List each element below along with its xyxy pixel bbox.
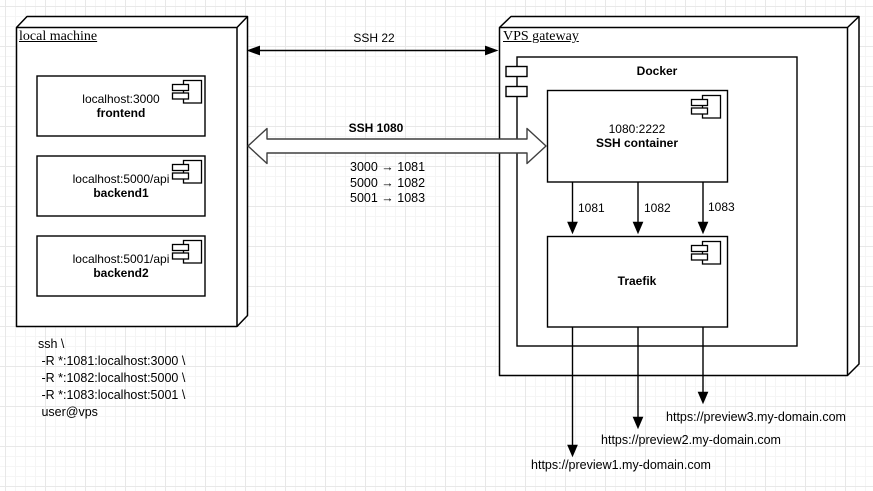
tunnel-port-label: 1082 (644, 201, 671, 215)
ssh-container-label: 1080:2222 SSH container (547, 122, 727, 150)
ssh22-label: SSH 22 (353, 31, 395, 45)
ssh-command-line: -R *:1083:localhost:5001 \ (38, 388, 186, 402)
preview3-url: https://preview3.my-domain.com (666, 410, 846, 424)
ssh1080-label: SSH 1080 (348, 121, 404, 135)
vps-gateway-title: VPS gateway (503, 29, 579, 44)
component-icon (690, 240, 722, 265)
ssh22-arrow (246, 45, 499, 56)
frontend-address: localhost:3000 (82, 92, 160, 106)
ssh1080-block-arrow (247, 127, 547, 165)
docker-title: Docker (636, 64, 678, 78)
ssh-command-block: ssh \ -R *:1081:localhost:3000 \ -R *:10… (38, 336, 185, 421)
port-mapping: 5000 → 1082 (350, 175, 426, 190)
ssh-container-ports: 1080:2222 (608, 122, 666, 136)
component-icon (690, 94, 722, 119)
frontend-label: localhost:3000 frontend (37, 92, 205, 120)
tunnel-port-label: 1081 (578, 201, 605, 215)
port-mapping: 5001 → 1083 (350, 191, 426, 205)
component-icon (171, 239, 203, 264)
ssh-command-line: ssh \ (38, 337, 65, 351)
ssh-command-line: -R *:1081:localhost:3000 \ (38, 354, 186, 368)
traefik-title: Traefik (617, 274, 657, 288)
docker-component-tab (505, 65, 528, 78)
tunnel-arrows (567, 182, 709, 235)
preview2-url: https://preview2.my-domain.com (601, 433, 781, 447)
local-machine-title: local machine (19, 29, 98, 44)
backend1-name: backend1 (93, 186, 149, 200)
backend2-label: localhost:5001/api backend2 (37, 252, 205, 280)
docker-component-tab (505, 85, 528, 98)
component-icon (171, 79, 203, 104)
ssh-command-line: -R *:1082:localhost:5000 \ (38, 371, 186, 385)
ssh-container-name: SSH container (595, 136, 679, 150)
url-arrows (567, 327, 709, 458)
tunnel-port-label: 1083 (708, 200, 735, 214)
frontend-name: frontend (96, 106, 146, 120)
backend2-name: backend2 (93, 266, 149, 280)
backend1-label: localhost:5000/api backend1 (37, 172, 205, 200)
preview1-url: https://preview1.my-domain.com (531, 458, 711, 472)
backend2-address: localhost:5001/api (72, 252, 170, 266)
ssh-command-line: user@vps (38, 405, 98, 419)
backend1-address: localhost:5000/api (72, 172, 170, 186)
port-mapping: 3000 → 1081 (350, 160, 426, 174)
component-icon (171, 159, 203, 184)
port-mapping-list: 3000 → 1081 5000 → 1082 5001 → 1083 (350, 160, 425, 207)
